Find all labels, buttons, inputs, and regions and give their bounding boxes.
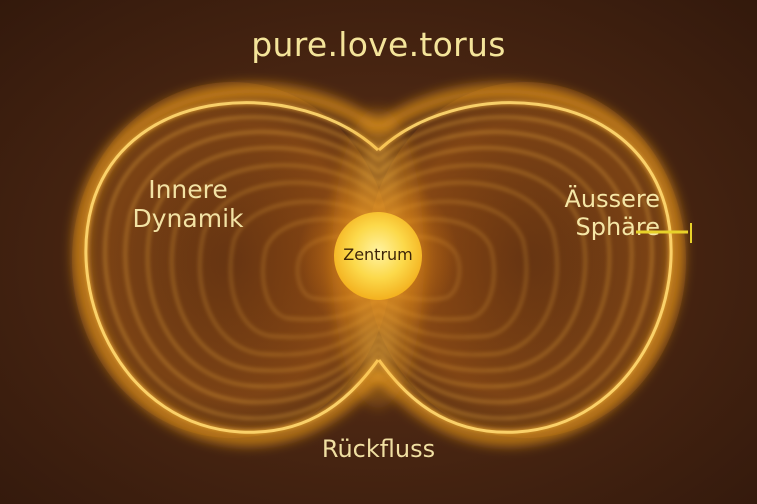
core xyxy=(298,176,458,336)
center-label: Zentrum xyxy=(343,245,413,264)
left-lobe xyxy=(72,82,392,438)
backflow-label: Rückfluss xyxy=(321,435,436,463)
outer-glow xyxy=(73,84,684,446)
arrow-right-icon xyxy=(636,223,692,243)
outer-sphere-label: Äussere Sphäre xyxy=(510,185,661,241)
outer-label-line2: Sphäre xyxy=(575,212,661,241)
inner-label-line1: Innere xyxy=(148,175,228,204)
inner-dynamics-label: Innere Dynamik xyxy=(108,175,268,234)
inner-label-line2: Dynamik xyxy=(132,203,244,233)
diagram-title: pure.love.torus xyxy=(251,25,506,64)
bright-rims xyxy=(84,101,673,434)
outer-label-line1: Äussere xyxy=(564,185,660,213)
